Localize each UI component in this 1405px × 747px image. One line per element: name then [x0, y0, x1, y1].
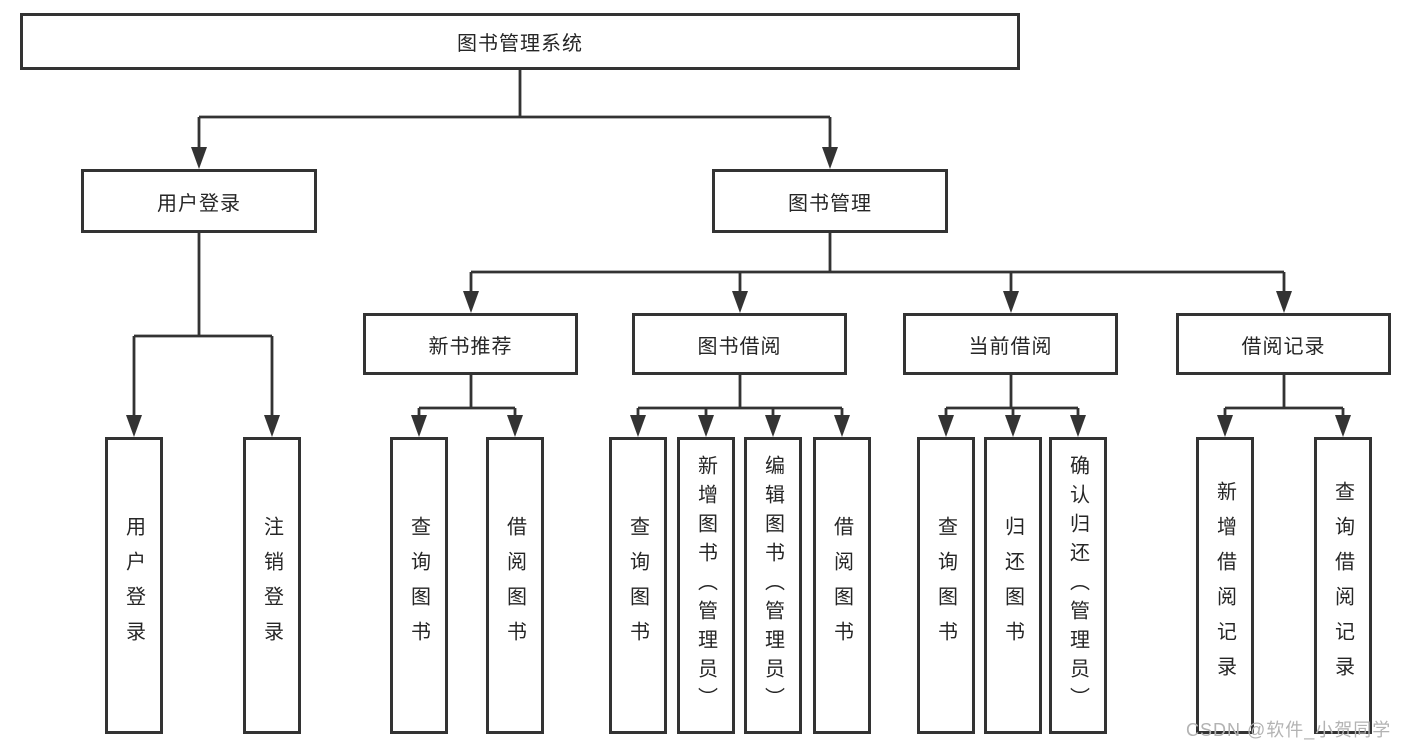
leaf-borrowing-borrow-books-label: 借阅图书 — [830, 515, 853, 656]
leaf-newbook-query-books-label: 查询图书 — [407, 515, 430, 656]
leaf-current-confirm-return-admin: 确认归还（管理员） — [1049, 437, 1107, 734]
leaf-records-add-record: 新增借阅记录 — [1196, 437, 1254, 734]
node-book-borrowing-label: 图书借阅 — [697, 335, 782, 358]
node-root-label: 图书管理系统 — [457, 33, 583, 55]
leaf-borrowing-add-books-admin-label: 新增图书（管理员） — [694, 455, 717, 716]
node-user-login: 用户登录 — [81, 169, 317, 233]
leaf-borrowing-query-books: 查询图书 — [609, 437, 667, 734]
leaf-borrowing-edit-books-admin-label: 编辑图书（管理员） — [761, 455, 784, 716]
leaf-borrowing-borrow-books: 借阅图书 — [813, 437, 871, 734]
node-new-book-recommend-label: 新书推荐 — [428, 335, 513, 358]
leaf-newbook-borrow-books: 借阅图书 — [486, 437, 544, 734]
node-new-book-recommend: 新书推荐 — [363, 313, 578, 375]
leaf-borrowing-edit-books-admin: 编辑图书（管理员） — [744, 437, 802, 734]
leaf-records-add-record-label: 新增借阅记录 — [1213, 480, 1236, 691]
leaf-user-login: 用户登录 — [105, 437, 163, 734]
node-current-borrow: 当前借阅 — [903, 313, 1118, 375]
leaf-borrowing-query-books-label: 查询图书 — [626, 515, 649, 656]
leaf-newbook-query-books: 查询图书 — [390, 437, 448, 734]
leaf-current-confirm-return-admin-label: 确认归还（管理员） — [1066, 455, 1089, 716]
leaf-current-query-books: 查询图书 — [917, 437, 975, 734]
node-book-management-label: 图书管理 — [788, 192, 872, 215]
leaf-newbook-borrow-books-label: 借阅图书 — [503, 515, 526, 656]
node-book-borrowing: 图书借阅 — [632, 313, 847, 375]
leaf-records-query-record: 查询借阅记录 — [1314, 437, 1372, 734]
node-borrow-records-label: 借阅记录 — [1241, 335, 1326, 358]
leaf-current-query-books-label: 查询图书 — [934, 515, 957, 656]
leaf-user-login-label: 用户登录 — [122, 515, 145, 656]
csdn-watermark: CSDN @软件_小贺同学 — [1186, 720, 1392, 740]
node-user-login-label: 用户登录 — [157, 192, 241, 215]
leaf-current-return-books: 归还图书 — [984, 437, 1042, 734]
leaf-current-return-books-label: 归还图书 — [1001, 515, 1024, 656]
leaf-logout: 注销登录 — [243, 437, 301, 734]
leaf-records-query-record-label: 查询借阅记录 — [1331, 480, 1354, 691]
node-current-borrow-label: 当前借阅 — [968, 335, 1053, 358]
node-borrow-records: 借阅记录 — [1176, 313, 1391, 375]
connector-paths — [132, 70, 1345, 418]
node-book-management: 图书管理 — [712, 169, 948, 233]
leaf-borrowing-add-books-admin: 新增图书（管理员） — [677, 437, 735, 734]
node-root: 图书管理系统 — [20, 13, 1020, 70]
leaf-logout-label: 注销登录 — [260, 515, 283, 656]
